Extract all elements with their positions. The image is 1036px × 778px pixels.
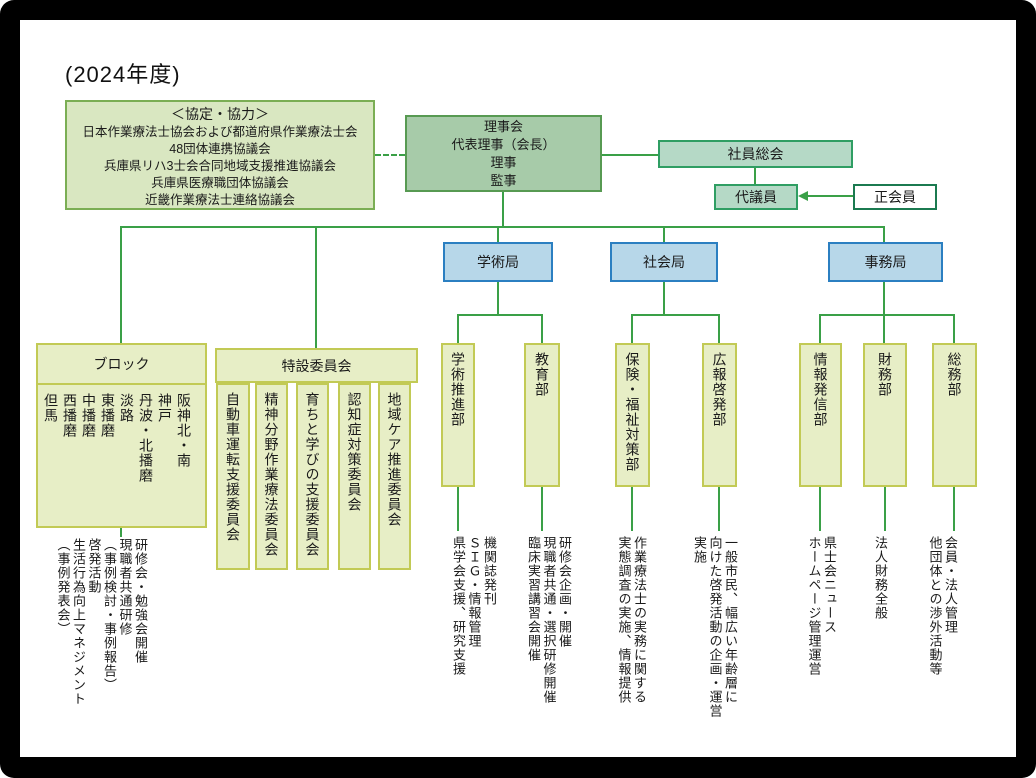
insurance-welfare-activities-text: 作業療法士の実務に関する 実態調査の実施、情報提供 — [616, 536, 648, 704]
block-box: ブロック 阪神北・南 神戸 丹波・北播磨 淡路 東播磨 中播磨 西播磨 但馬 — [36, 343, 207, 528]
committee-community-care: 地域ケア推進委員会 — [378, 383, 411, 570]
admin-split-left — [819, 314, 821, 343]
dept-label: 情報発信部 — [812, 352, 829, 427]
committee-label: 地域ケア推進委員会 — [386, 392, 403, 527]
stub-education — [541, 487, 543, 531]
information-activities-text: 県士会ニュース ホームページ管理運営 — [806, 536, 838, 676]
committee-label: 育ちと学びの支援委員会 — [304, 392, 321, 557]
stub-block — [120, 528, 122, 537]
connector-agreement-board-dashed — [375, 154, 405, 156]
social-bureau-box: 社会局 — [610, 242, 718, 282]
admin-bureau-box: 事務局 — [828, 242, 943, 282]
dept-label: 教育部 — [534, 352, 550, 397]
dept-label: 保険・福祉対策部 — [624, 352, 641, 472]
admin-split-stem — [883, 282, 885, 343]
dept-label: 学術推進部 — [450, 352, 466, 427]
admin-split-bar — [819, 314, 955, 316]
page-title: (2024年度) — [65, 62, 181, 87]
connector-board-assembly — [602, 154, 658, 156]
dept-information: 情報発信部 — [799, 343, 842, 487]
stub-finance — [884, 487, 886, 531]
public-relations-activities-text: 一般市民、幅広い年齢層に 向けた啓発活動の企画・運営 実施 — [692, 536, 738, 718]
agreement-header: ＜協定・協力＞ — [171, 105, 269, 122]
delegate-box: 代議員 — [714, 184, 798, 210]
academic-split-bar — [457, 314, 543, 316]
agreement-list: 日本作業療法士協会および都道府県作業療法士会 48団体連携協議会 兵庫県リハ3士… — [82, 124, 358, 207]
committee-growth-learning: 育ちと学びの支援委員会 — [296, 383, 329, 570]
social-split-left — [631, 314, 633, 343]
special-committee-header: 特設委員会 — [215, 348, 418, 383]
drop-to-admin-bureau — [883, 226, 885, 242]
stub-public-relations — [718, 487, 720, 531]
board-of-directors-box: 理事会 代表理事（会長） 理事 監事 — [405, 115, 602, 192]
education-activities-text: 研修会企画・開催 現職者共通・選択研修開催 臨床実習講習会開催 — [526, 536, 572, 704]
committee-mental-health-ot: 精神分野作業療法委員会 — [255, 383, 288, 570]
dept-insurance-welfare: 保険・福祉対策部 — [615, 343, 650, 487]
dept-academic-promotion: 学術推進部 — [441, 343, 475, 487]
connector-member-delegate — [807, 195, 853, 197]
block-title: ブロック — [38, 345, 205, 385]
connector-main-bus — [120, 226, 885, 228]
academic-bureau-box: 学術局 — [443, 242, 553, 282]
social-split-right — [718, 314, 720, 343]
stub-general-affairs — [953, 487, 955, 531]
committee-dementia: 認知症対策委員会 — [338, 383, 371, 570]
drop-to-academic-bureau — [497, 226, 499, 242]
block-activities-text: 研修会・勉強会開催 現職者共通研修 （事例検討・事例報告） 啓発活動 生活行為向… — [55, 538, 149, 706]
academic-split-right — [541, 314, 543, 343]
admin-split-right — [953, 314, 955, 343]
committee-driving-support: 自動車運転支援委員会 — [216, 383, 250, 570]
dept-general-affairs: 総務部 — [932, 343, 977, 487]
stub-insurance — [631, 487, 633, 531]
committee-label: 精神分野作業療法委員会 — [263, 392, 280, 557]
social-split-bar — [631, 314, 720, 316]
regular-member-box: 正会員 — [853, 184, 937, 210]
dept-label: 広報啓発部 — [711, 352, 728, 427]
drop-to-block — [120, 226, 122, 343]
stub-information — [819, 487, 821, 531]
drop-to-special-committee — [315, 226, 317, 348]
academic-promotion-activities-text: 機関誌発刊 ＳＩＧ・情報管理 県学会支援、研究支援 — [451, 536, 497, 676]
drop-to-social-bureau — [663, 226, 665, 242]
academic-split-left — [457, 314, 459, 343]
connector-assembly-delegate — [754, 168, 756, 184]
dept-label: 財務部 — [877, 352, 893, 397]
dept-public-relations: 広報啓発部 — [702, 343, 737, 487]
dept-finance: 財務部 — [863, 343, 907, 487]
committee-label: 認知症対策委員会 — [346, 392, 363, 512]
general-assembly-box: 社員総会 — [658, 140, 853, 168]
social-split-stem — [663, 282, 665, 316]
connector-board-down — [502, 192, 504, 227]
academic-split-stem — [497, 282, 499, 316]
dept-label: 総務部 — [946, 352, 963, 397]
dept-education: 教育部 — [524, 343, 560, 487]
general-affairs-activities-text: 会員・法人管理 他団体との渉外活動等 — [927, 536, 959, 676]
committee-label: 自動車運転支援委員会 — [225, 392, 241, 542]
agreement-box: ＜協定・協力＞ 日本作業療法士協会および都道府県作業療法士会 48団体連携協議会… — [65, 100, 375, 210]
arrow-head-to-delegate — [798, 191, 808, 201]
stub-academic-promotion — [457, 487, 459, 531]
block-region-list: 阪神北・南 神戸 丹波・北播磨 淡路 東播磨 中播磨 西播磨 但馬 — [43, 393, 192, 483]
finance-activities-text: 法人財務全般 — [873, 536, 888, 620]
